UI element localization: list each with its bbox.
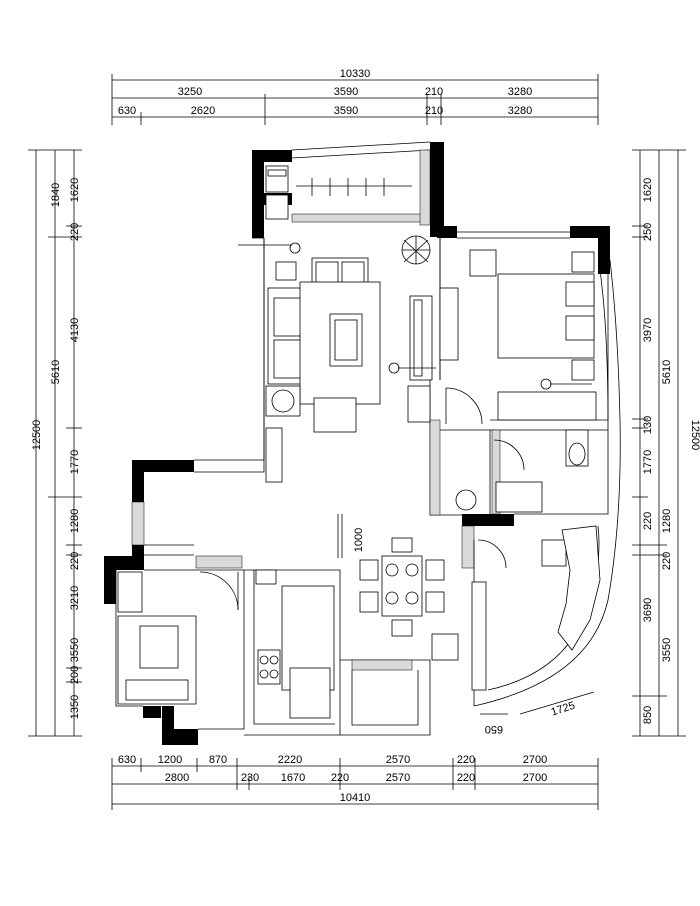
elevation-marker-3 <box>540 378 552 390</box>
arc-dim-a: 650 <box>485 723 503 735</box>
door-swing-lower-left <box>199 571 239 611</box>
plant-icon <box>401 235 431 265</box>
bottom-dim-6: 220 <box>457 754 475 766</box>
top-dim-8: 210 <box>425 105 443 117</box>
bottom-dim-14: 2700 <box>523 772 547 784</box>
top-dim-6: 2620 <box>191 105 215 117</box>
left-dim-7: 3210 <box>69 586 81 610</box>
dining-table <box>359 537 445 637</box>
right-mid-dim-4: 5610 <box>661 360 673 384</box>
callout-markers <box>238 242 592 390</box>
bedroom-cabinet <box>497 391 597 421</box>
bottom-dim-2: 1200 <box>158 754 182 766</box>
left-dim-9: 200 <box>69 666 81 684</box>
elevation-marker-1 <box>289 242 301 254</box>
left-total-dim: 12500 <box>31 420 43 451</box>
right-dim-7: 3690 <box>642 598 654 622</box>
arc-room-desk <box>557 525 601 651</box>
kitchen-stove <box>257 649 281 685</box>
left-dim-10: 1350 <box>69 695 81 719</box>
bottom-total-dim: 10410 <box>340 792 371 804</box>
top-dim-2: 3590 <box>334 86 358 98</box>
right-dim-1: 1620 <box>642 178 654 202</box>
right-mid-dim-2: 220 <box>661 552 673 570</box>
top-dimensions: 10330 3250 3590 210 3280 630 2620 3590 2… <box>111 68 599 125</box>
right-dim-6: 220 <box>642 512 654 530</box>
top-total-dim: 10330 <box>340 68 371 80</box>
left-dim-1: 1620 <box>69 178 81 202</box>
doors <box>199 387 525 611</box>
nightstand-bottom <box>571 359 595 381</box>
right-dim-2: 250 <box>642 223 654 241</box>
bedroom-chair <box>469 249 497 277</box>
bottom-dim-5: 2570 <box>386 754 410 766</box>
door-swing-bath <box>493 439 525 471</box>
lower-left-cabinet <box>117 571 143 613</box>
right-dim-5: 1770 <box>642 450 654 474</box>
bottom-dim-7: 2700 <box>523 754 547 766</box>
wardrobe <box>439 287 459 361</box>
kitchen-sink <box>255 569 277 585</box>
bath-cabinet <box>495 481 543 513</box>
room-outlines <box>115 141 621 736</box>
left-dim-3: 4130 <box>69 318 81 342</box>
bottom-dim-12: 2570 <box>386 772 410 784</box>
kitchen-chairs <box>289 667 331 719</box>
right-dimensions: 12500 1620 250 3970 130 1770 220 3690 85… <box>632 149 700 737</box>
right-dim-4: 130 <box>642 416 654 434</box>
top-dim-3: 210 <box>425 86 443 98</box>
armchair-bottom <box>313 397 357 433</box>
right-dim-3: 3970 <box>642 318 654 342</box>
bottom-dim-1: 630 <box>118 754 136 766</box>
dining-side-cabinet <box>431 633 459 661</box>
nightstand-top <box>571 251 595 273</box>
wash-basin <box>455 489 477 511</box>
bottom-dim-11: 220 <box>331 772 349 784</box>
shoe-cabinet <box>407 385 431 423</box>
bottom-dim-9: 230 <box>241 772 259 784</box>
cabinet-left <box>265 427 283 483</box>
top-dim-7: 3590 <box>334 105 358 117</box>
arc-room-wardrobe <box>471 581 487 691</box>
left-dimensions: 12500 1840 5610 1620 220 4130 1770 1280 … <box>28 149 82 737</box>
top-dim-9: 3280 <box>508 105 532 117</box>
left-dim-4: 1770 <box>69 450 81 474</box>
bottom-dim-13: 220 <box>457 772 475 784</box>
left-mid-dim-2: 5610 <box>50 360 62 384</box>
bottom-dim-8: 2800 <box>165 772 189 784</box>
arc-room-chair <box>541 539 567 567</box>
top-dim-1: 3250 <box>178 86 202 98</box>
dining-dim-label: 1000 <box>353 528 365 552</box>
arc-dim-b: 1725 <box>550 700 577 719</box>
furniture <box>117 165 601 719</box>
door-swing-bedroom <box>445 387 483 425</box>
bottom-dim-3: 870 <box>209 754 227 766</box>
left-dim-5: 1280 <box>69 509 81 533</box>
top-dim-4: 3280 <box>508 86 532 98</box>
side-table <box>275 261 297 281</box>
right-mid-dim-3: 3550 <box>661 638 673 662</box>
left-mid-dim-1: 1840 <box>50 183 62 207</box>
left-dim-2: 220 <box>69 223 81 241</box>
right-mid-dim-1: 1280 <box>661 509 673 533</box>
right-dim-8: 850 <box>642 706 654 724</box>
left-dim-6: 220 <box>69 552 81 570</box>
left-dim-8: 3550 <box>69 638 81 662</box>
bottom-dimensions: 630 1200 870 2220 2570 220 2700 2800 230… <box>111 754 599 810</box>
elevation-marker-2 <box>388 362 400 374</box>
sink-icon <box>265 194 289 220</box>
bottom-dim-10: 1670 <box>281 772 305 784</box>
top-dim-5: 630 <box>118 105 136 117</box>
right-total-dim: 12500 <box>689 420 700 451</box>
bottom-dim-4: 2220 <box>278 754 302 766</box>
door-swing-arc-room <box>477 539 507 569</box>
clothes-rack-icon <box>311 178 385 196</box>
